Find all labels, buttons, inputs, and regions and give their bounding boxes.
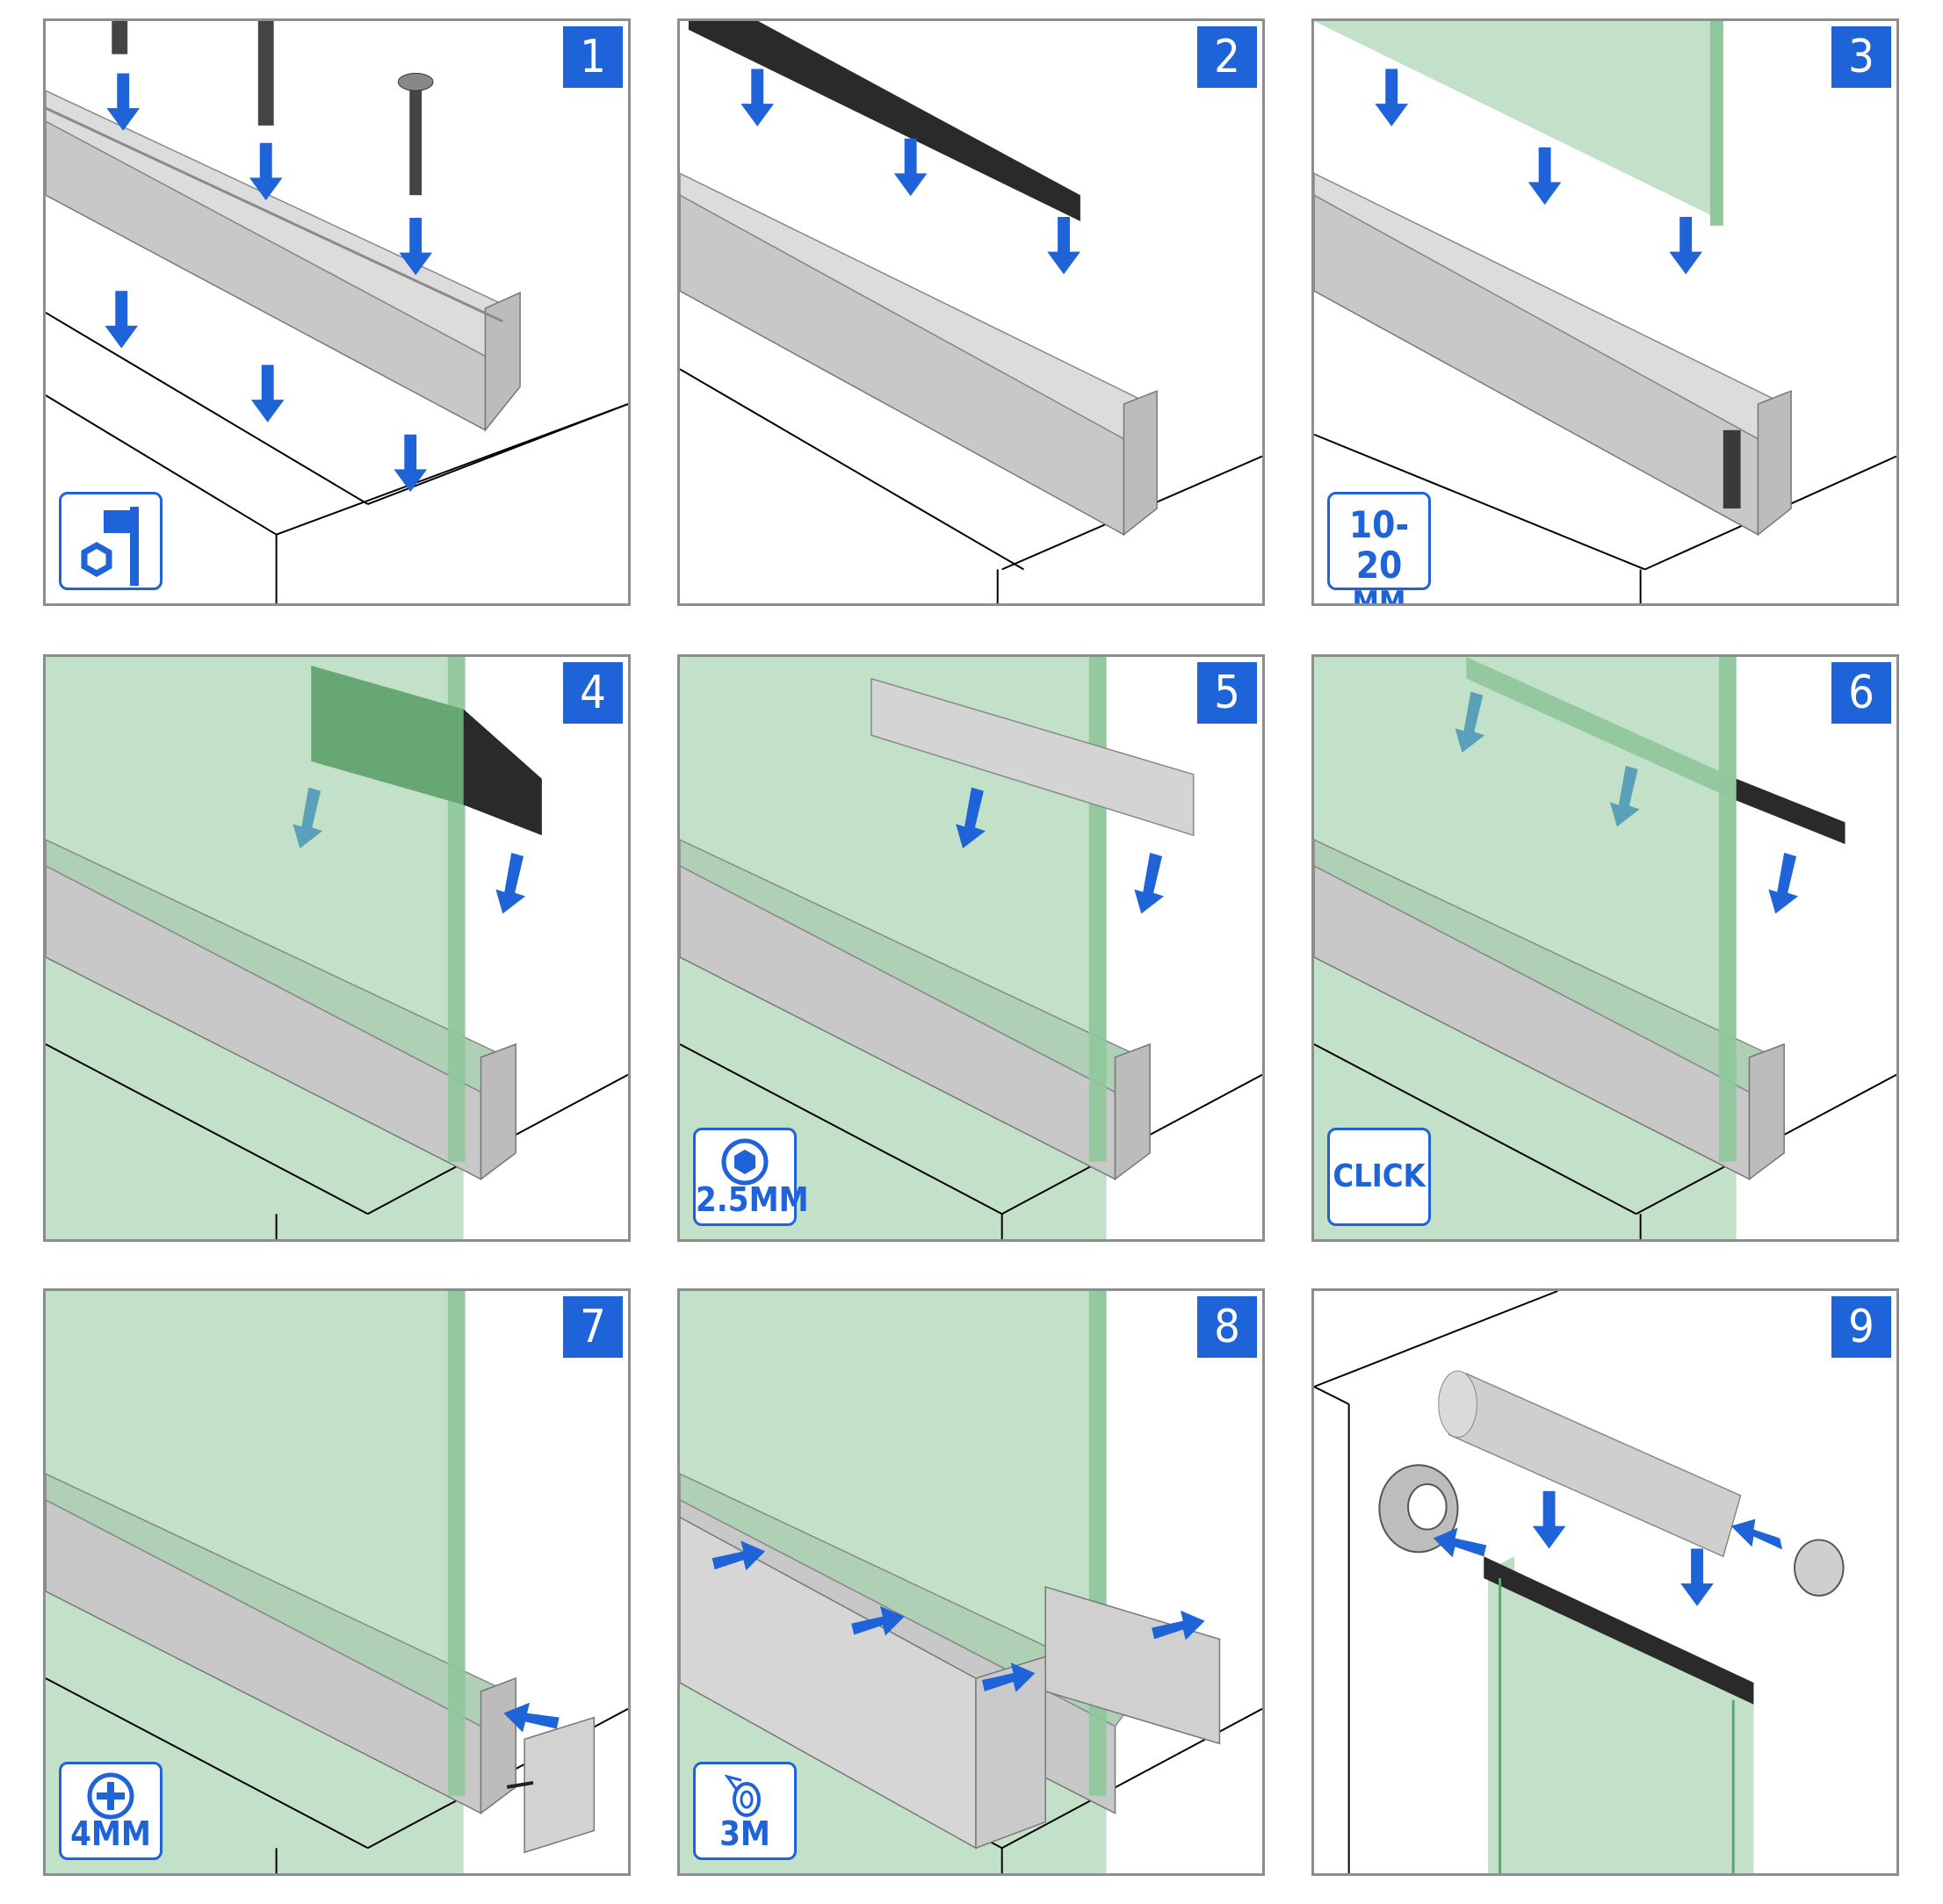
hex-key-icon [721, 1138, 769, 1186]
step-number: 6 [1831, 662, 1891, 724]
wrench-hex-icon [81, 507, 139, 586]
step-panel-8: 8 3M [677, 1288, 1265, 1876]
tool-badge: 2.5MM [693, 1128, 809, 1226]
tool-badge [59, 492, 163, 590]
badge-text: 2.5MM [696, 1180, 809, 1219]
step-number: 9 [1831, 1296, 1891, 1358]
step-4-illustration [46, 657, 628, 1239]
step-5-illustration [680, 657, 1262, 1239]
step-number: 3 [1831, 26, 1891, 88]
step-7-illustration [46, 1291, 628, 1873]
step-panel-9: 9 [1311, 1288, 1899, 1876]
step-number: 1 [563, 26, 623, 88]
step-panel-3: 3 10-20 MM [1311, 18, 1899, 606]
phillips-screw-icon [87, 1772, 134, 1820]
badge-line-2: MM [1352, 585, 1406, 606]
badge-text: 3M [719, 1814, 770, 1853]
step-panel-5: 5 2.5MM [677, 654, 1265, 1242]
step-panel-4: 4 [43, 654, 631, 1242]
step-2-illustration [680, 21, 1262, 603]
step-number: 2 [1197, 26, 1257, 88]
step-3-illustration [1314, 21, 1896, 603]
step-panel-6: 6 CLICK [1311, 654, 1899, 1242]
tape-badge: 3M [693, 1762, 797, 1860]
tool-badge: 4MM [59, 1762, 163, 1860]
badge-text: CLICK [1333, 1158, 1426, 1194]
badge-line-1: 10-20 [1348, 503, 1410, 587]
tape-roll-icon [724, 1774, 761, 1817]
step-9-illustration [1314, 1291, 1845, 1873]
step-6-illustration [1314, 657, 1896, 1239]
step-8-illustration [680, 1291, 1262, 1873]
step-number: 8 [1197, 1296, 1257, 1358]
step-number: 4 [563, 662, 623, 724]
step-number: 5 [1197, 662, 1257, 724]
glass-thickness-badge: 10-20 MM [1327, 492, 1431, 603]
click-badge: CLICK [1327, 1128, 1431, 1226]
step-number: 7 [563, 1296, 623, 1358]
badge-text: 4MM [70, 1814, 151, 1853]
step-panel-2: 2 [677, 18, 1265, 606]
step-panel-1: 1 [43, 18, 631, 606]
step-1-illustration [46, 21, 628, 603]
step-panel-7: 7 4MM [43, 1288, 631, 1876]
